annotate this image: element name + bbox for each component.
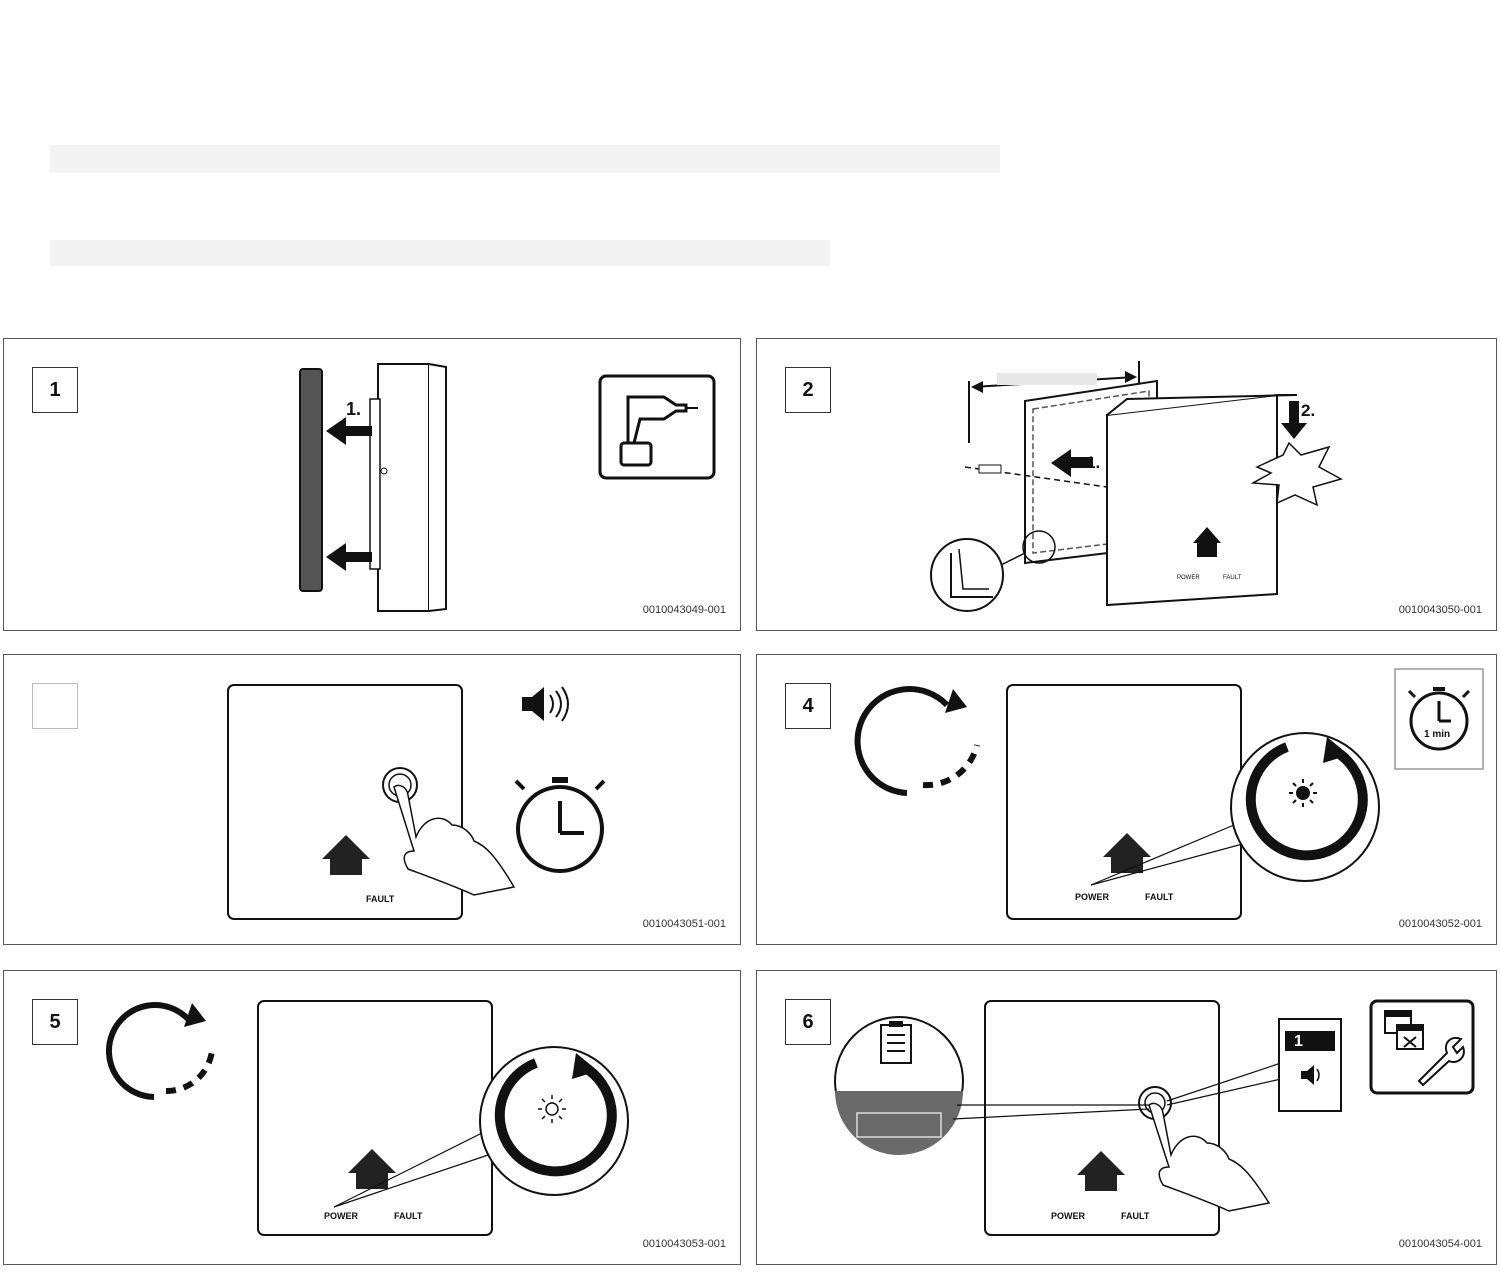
- step4-illustration: [854, 668, 1484, 920]
- sun-icon: [1289, 779, 1317, 807]
- clipboard-icon: [880, 1021, 912, 1064]
- display-digit: 1: [1294, 1033, 1303, 1050]
- step6-illustration: [834, 999, 1475, 1236]
- fault-label: FAULT: [366, 894, 395, 904]
- figure-code: 0010043050-001: [1398, 604, 1482, 616]
- arrow-left-bottom: [326, 543, 372, 571]
- hand-icon: [393, 784, 516, 896]
- house-icon: [322, 835, 370, 875]
- fault-label: FAULT: [1121, 1211, 1150, 1221]
- step3-illustration: [227, 684, 606, 920]
- step2-illustration: [930, 361, 1343, 612]
- drill-icon: [598, 374, 716, 480]
- step5-illustration: [106, 1000, 629, 1236]
- step-number: 4: [785, 683, 831, 729]
- click-burst-icon: [1250, 441, 1343, 507]
- figure-code: 0010043053-001: [642, 1238, 726, 1250]
- step-number: [32, 683, 78, 729]
- step-panel-6: 6: [756, 970, 1497, 1265]
- power-label: POWER: [1075, 892, 1110, 902]
- figure-code: 0010043054-001: [1398, 1238, 1482, 1250]
- arrow-left-top: [326, 417, 372, 445]
- step1-illustration: [299, 363, 716, 612]
- step-number: 6: [785, 999, 831, 1045]
- step-panel-1: 1 1. 0010043049-001: [3, 338, 741, 631]
- header-blur-2: [50, 240, 830, 266]
- arrow2-label: 2.: [1301, 401, 1316, 420]
- step-number: 2: [785, 367, 831, 413]
- step-panel-2: 2 1. 2. POWER FAU: [756, 338, 1497, 631]
- house-icon: [1193, 527, 1221, 557]
- speaker-icon: [1301, 1065, 1320, 1085]
- fault-label: FAULT: [1145, 892, 1174, 902]
- fault-label: FAULT: [394, 1211, 423, 1221]
- header-blur: [50, 145, 1000, 173]
- power-label: POWER: [1177, 575, 1200, 581]
- settings-windows-icon: [1369, 999, 1475, 1095]
- house-icon: [1077, 1151, 1125, 1191]
- fault-label: FAULT: [1223, 575, 1242, 581]
- hand-icon: [1148, 1102, 1271, 1212]
- step-panel-5: 5 POWER FAULT 0010043053-001: [3, 970, 741, 1265]
- step-panel-3: FAULT 0010043051-001: [3, 654, 741, 945]
- step-number: 5: [32, 999, 78, 1045]
- house-icon: [348, 1149, 396, 1189]
- figure-code: 0010043052-001: [1398, 918, 1482, 930]
- sun-icon: [538, 1095, 566, 1123]
- arrow-label: 1.: [346, 399, 362, 419]
- step-panel-4: 4: [756, 654, 1497, 945]
- stopwatch-icon: [514, 777, 606, 873]
- step-number: 1: [32, 367, 78, 413]
- restart-icon: [106, 1002, 215, 1100]
- power-label: POWER: [1051, 1211, 1086, 1221]
- timer-label: 1 min: [1424, 729, 1451, 740]
- power-label: POWER: [324, 1211, 359, 1221]
- figure-code: 0010043051-001: [642, 918, 726, 930]
- arrow1-label: 1.: [1086, 453, 1101, 472]
- figure-code: 0010043049-001: [642, 604, 726, 616]
- restart-icon: [854, 686, 980, 796]
- house-icon: [1103, 833, 1151, 873]
- stopwatch-icon: [1407, 687, 1471, 751]
- speaker-icon: [522, 686, 569, 722]
